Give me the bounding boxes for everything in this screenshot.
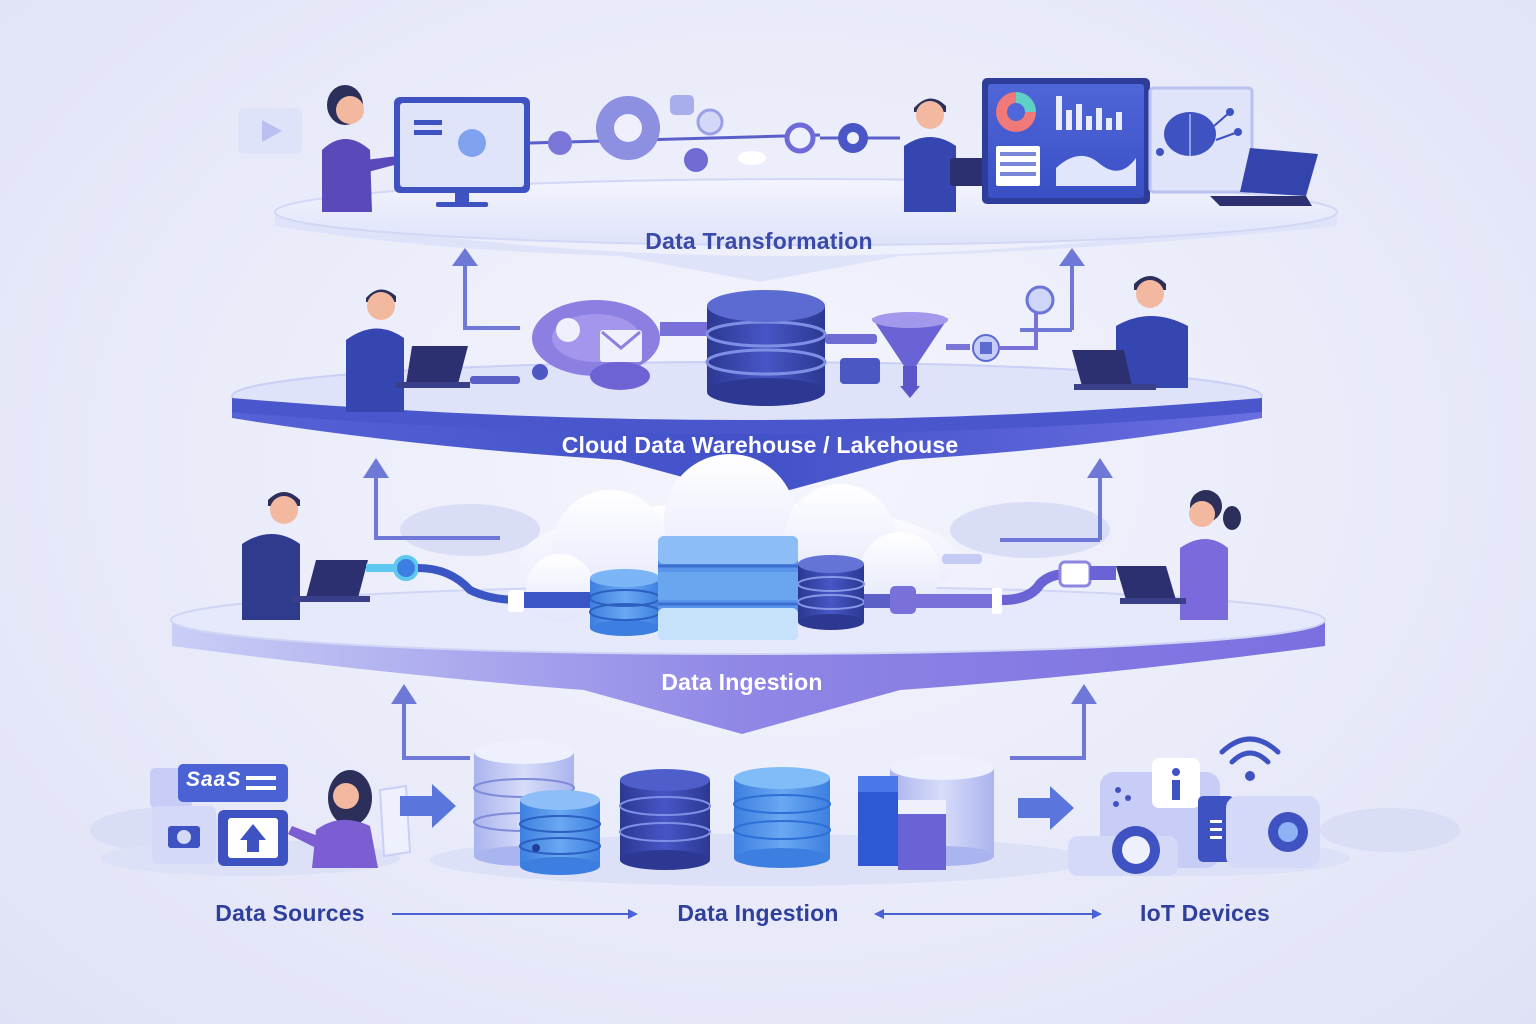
- gear-icon: [529, 95, 900, 172]
- person-presenter: [322, 85, 398, 212]
- arrow-up-icon: [452, 248, 1085, 332]
- label-data-sources: Data Sources: [215, 900, 365, 926]
- pipe-icon: [366, 555, 590, 612]
- arrow-right-icon: [1018, 786, 1074, 830]
- label-connector-arrows: [392, 909, 1102, 919]
- warehouse-layer: [231, 276, 1263, 498]
- iot-cluster: [1068, 736, 1320, 876]
- person-source-woman: [288, 770, 378, 868]
- laptop-icon: [1210, 148, 1318, 206]
- person-ingest-right: [1116, 490, 1241, 620]
- person-ingest-left: [242, 492, 370, 620]
- dashboard-icon: [982, 78, 1150, 204]
- arrow-up-icon: [391, 684, 1097, 760]
- database-icon: [473, 740, 994, 875]
- pipe-icon: [864, 554, 1116, 614]
- database-icon: [705, 290, 827, 406]
- label-iot-devices: IoT Devices: [1139, 900, 1271, 926]
- person-engineer-left: [346, 289, 470, 412]
- transformation-layer: [238, 78, 1338, 282]
- saas-badge: [178, 764, 288, 802]
- database-icon: [589, 536, 865, 640]
- layer-label-warehouse: Cloud Data Warehouse / Lakehouse: [561, 432, 959, 458]
- data-sources-cluster: [150, 764, 412, 868]
- brain-icon: [1148, 86, 1254, 194]
- arrow-up-icon: [363, 458, 1113, 542]
- ingestion-layer: [170, 454, 1326, 734]
- info-icon: [1152, 758, 1200, 808]
- layer-label-ingestion: Data Ingestion: [661, 669, 823, 695]
- email-icon: [600, 330, 642, 362]
- person-engineer-right: [1072, 276, 1188, 390]
- arrow-right-icon: [400, 784, 456, 828]
- label-data-ingestion: Data Ingestion: [677, 900, 839, 926]
- background-clouds: [90, 502, 1460, 852]
- layer-label-transformation: Data Transformation: [645, 228, 873, 254]
- saas-badge-text: SaaS: [186, 768, 242, 791]
- funnel-icon: [872, 312, 948, 398]
- disk-icon: [972, 334, 1000, 362]
- monitor-icon: [394, 97, 530, 207]
- wifi-icon: [1219, 736, 1281, 781]
